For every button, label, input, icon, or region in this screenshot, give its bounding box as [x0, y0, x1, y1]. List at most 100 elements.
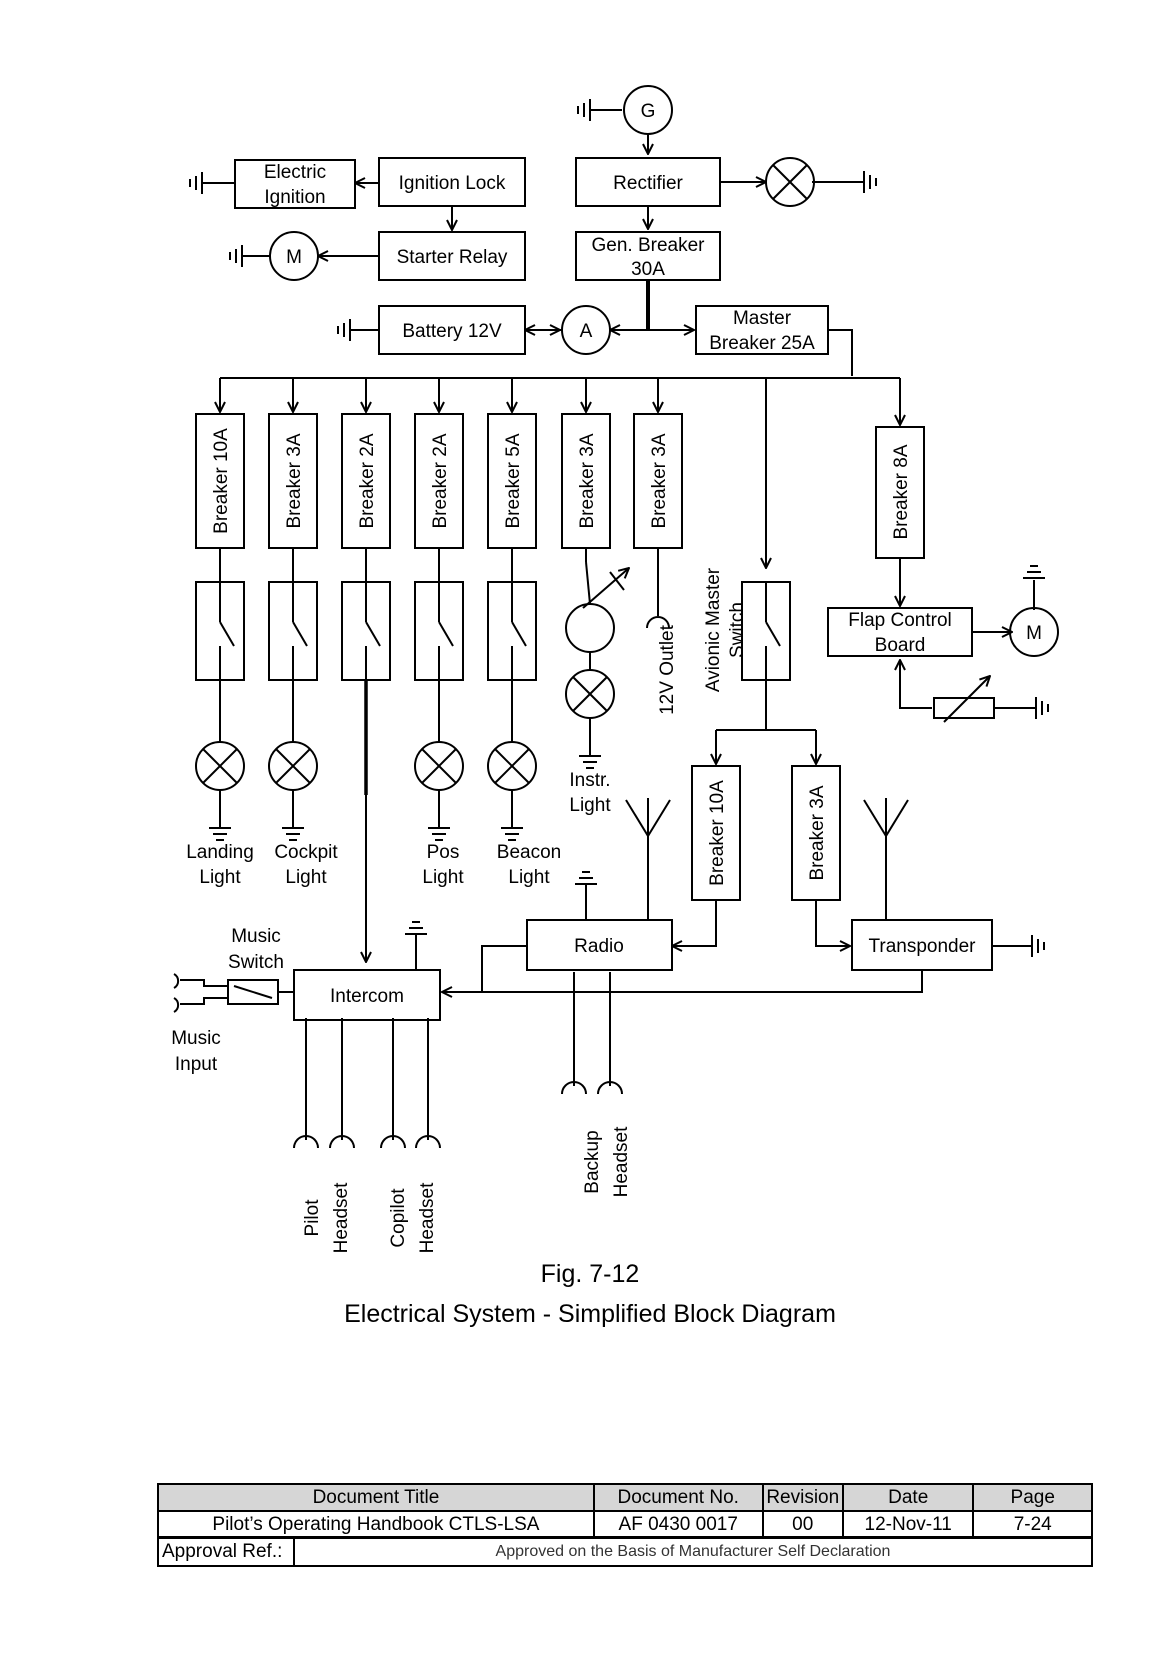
- footer-header-cell: Date: [841, 1483, 975, 1512]
- flap-control-board-box: [827, 607, 973, 657]
- generator-icon: [623, 85, 673, 135]
- outlet-12v-label: 12V Outlet: [657, 624, 678, 714]
- breaker-radio-label: Breaker 10A: [707, 780, 728, 886]
- breaker-label-4: Breaker 2A: [430, 433, 451, 528]
- beacon-light-label-2: Light: [508, 867, 550, 888]
- breaker-box-5: [487, 413, 537, 549]
- cockpit-lamp-icon: [268, 741, 318, 791]
- instr-light-label-2: Light: [569, 795, 611, 816]
- breaker-flap-box: [875, 426, 925, 559]
- radio-box: [526, 919, 673, 971]
- electric-ignition-box: [234, 159, 356, 209]
- intercom-box: [293, 969, 441, 1021]
- master-breaker-label-1: Master: [733, 308, 792, 329]
- breaker-box-4: [414, 413, 464, 549]
- electric-ignition-label-2: Ignition: [264, 187, 325, 208]
- music-input-label-1: Music: [171, 1028, 221, 1049]
- landing-lamp-icon: [195, 741, 245, 791]
- gen-breaker-label-1: Gen. Breaker: [592, 235, 706, 256]
- breaker-box-2: [268, 413, 318, 549]
- footer-header-cell: Document Title: [157, 1483, 595, 1512]
- breaker-label-1: Breaker 10A: [211, 428, 232, 534]
- breaker-transponder-label: Breaker 3A: [807, 785, 828, 880]
- music-input-label-2: Input: [175, 1054, 218, 1075]
- document-number: AF 0430 0017: [592, 1510, 764, 1539]
- breaker-label-5: Breaker 5A: [503, 433, 524, 528]
- generator-label: G: [641, 101, 656, 122]
- starter-motor-label: M: [286, 247, 302, 268]
- gen-breaker-box: [575, 231, 721, 281]
- lamp-symbols: [195, 157, 815, 791]
- flap-control-label-1: Flap Control: [848, 610, 952, 631]
- copilot-headset-label-1: Copilot: [388, 1188, 409, 1248]
- cockpit-light-label-1: Cockpit: [274, 842, 338, 863]
- flap-control-label-2: Board: [875, 635, 926, 656]
- radio-label: Radio: [574, 936, 624, 957]
- gen-breaker-label-2: 30A: [631, 259, 665, 280]
- breaker-box-1: [195, 413, 245, 549]
- music-switch-label-2: Switch: [228, 952, 284, 973]
- footer-header-row: Document Title Document No. Revision Dat…: [157, 1483, 1093, 1512]
- footer-value-row: Pilot’s Operating Handbook CTLS-LSA AF 0…: [157, 1510, 1093, 1539]
- pilot-headset-label-2: Headset: [331, 1182, 352, 1253]
- ignition-lock-box: [378, 157, 526, 207]
- document-footer-table: Document Title Document No. Revision Dat…: [157, 1483, 1093, 1539]
- breaker-label-2: Breaker 3A: [284, 433, 305, 528]
- wiring: [173, 133, 1036, 1149]
- breaker-transponder-box: [791, 765, 841, 901]
- breaker-box-7: [633, 413, 683, 549]
- generator-warning-lamp-icon: [765, 157, 815, 207]
- breaker-label-6: Breaker 3A: [577, 433, 598, 528]
- instr-lamp-icon: [565, 669, 615, 719]
- pilot-headset-label-1: Pilot: [302, 1199, 323, 1237]
- footer-header-cell: Document No.: [592, 1483, 764, 1512]
- revision: 00: [761, 1510, 844, 1539]
- pos-lamp-icon: [414, 741, 464, 791]
- page-number: 7-24: [972, 1510, 1093, 1539]
- figure-number: Fig. 7-12: [541, 1260, 640, 1288]
- ammeter-label: A: [580, 321, 593, 342]
- flap-motor-icon: [1009, 607, 1059, 657]
- beacon-lamp-icon: [487, 741, 537, 791]
- figure-title: Electrical System - Simplified Block Dia…: [344, 1300, 836, 1328]
- starter-relay-label: Starter Relay: [397, 247, 508, 268]
- master-breaker-label-2: Breaker 25A: [709, 333, 815, 354]
- footer-header-cell: Revision: [761, 1483, 844, 1512]
- breaker-flap-label: Breaker 8A: [891, 444, 912, 539]
- avionic-master-switch-label-1: Avionic Master: [703, 567, 724, 692]
- backup-headset-label-2: Headset: [611, 1126, 632, 1197]
- approval-table: Approval Ref.: Approved on the Basis of …: [157, 1536, 1093, 1567]
- starter-motor-icon: [269, 231, 319, 281]
- approval-label: Approval Ref.:: [157, 1536, 295, 1567]
- electric-ignition-label-1: Electric: [264, 162, 326, 183]
- ground-symbols: [189, 99, 1049, 957]
- avionic-master-switch-label-2: Switch: [727, 602, 748, 658]
- breaker-radio-box: [691, 765, 741, 901]
- battery-label: Battery 12V: [402, 321, 502, 342]
- beacon-light-label-1: Beacon: [497, 842, 561, 863]
- document-title: Pilot’s Operating Handbook CTLS-LSA: [157, 1510, 595, 1539]
- instr-light-label-1: Instr.: [569, 770, 610, 791]
- landing-light-label-2: Light: [199, 867, 241, 888]
- ignition-lock-label: Ignition Lock: [399, 173, 506, 194]
- ammeter-icon: [561, 305, 611, 355]
- breaker-box-3: [341, 413, 391, 549]
- breaker-box-6: [561, 413, 611, 549]
- transponder-label: Transponder: [868, 936, 976, 957]
- transponder-box: [851, 919, 993, 971]
- copilot-headset-label-2: Headset: [417, 1182, 438, 1253]
- battery-box: [378, 305, 526, 355]
- intercom-label: Intercom: [330, 986, 404, 1007]
- date: 12-Nov-11: [841, 1510, 975, 1539]
- starter-relay-box: [378, 231, 526, 281]
- pos-light-label-1: Pos: [427, 842, 460, 863]
- backup-headset-label-1: Backup: [582, 1130, 603, 1193]
- music-switch-label-1: Music: [231, 926, 281, 947]
- breaker-label-3: Breaker 2A: [357, 433, 378, 528]
- cockpit-light-label-2: Light: [285, 867, 327, 888]
- rectifier-label: Rectifier: [613, 173, 683, 194]
- footer-header-cell: Page: [972, 1483, 1093, 1512]
- master-breaker-box: [695, 305, 829, 355]
- approval-text: Approved on the Basis of Manufacturer Se…: [293, 1536, 1093, 1567]
- breaker-label-7: Breaker 3A: [649, 433, 670, 528]
